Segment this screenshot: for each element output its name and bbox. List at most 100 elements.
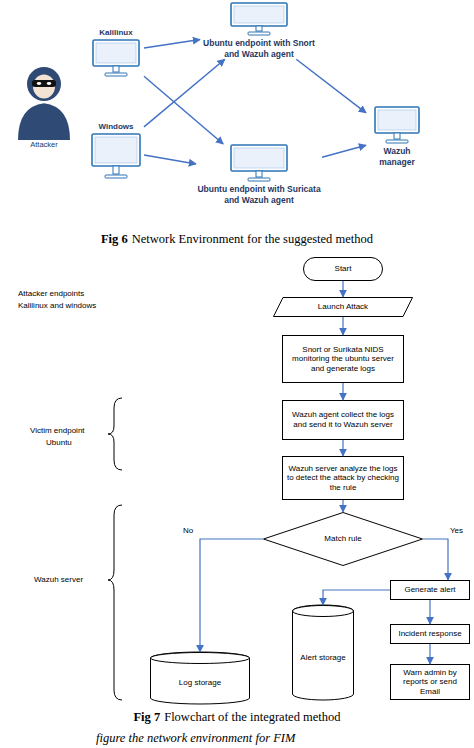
process-box: Generate alert — [390, 580, 470, 600]
flow-arrow — [342, 440, 343, 456]
monitor-screen — [231, 145, 287, 171]
flow-arrow — [423, 539, 448, 580]
figure-number: Fig 6 — [101, 232, 128, 247]
node-label: Generate alert — [401, 585, 458, 595]
person-face — [33, 74, 55, 98]
monitor-screen — [375, 107, 419, 133]
monitor-panel — [234, 148, 284, 168]
monitor-icon — [91, 133, 141, 179]
node-label: Launch Attack — [315, 302, 371, 312]
flow-arrow — [342, 383, 343, 400]
person-body — [18, 103, 70, 140]
flow-arrow — [342, 500, 343, 512]
monitor-base — [386, 140, 408, 143]
flow-arrow — [200, 539, 263, 652]
diamond-outline — [264, 513, 423, 566]
parallelogram-outline — [274, 298, 413, 317]
endpoint-monitor: Ubuntu endpoint with Suricata and Wazuh … — [196, 144, 322, 205]
flow-arrow — [144, 59, 225, 127]
curly-bracket — [108, 505, 122, 700]
monitor-base — [248, 32, 270, 35]
node-label: Attacker — [30, 140, 58, 149]
storage-cylinder: Log storage — [150, 652, 250, 704]
node-label: Log storage — [177, 668, 223, 688]
monitor-screen — [93, 40, 139, 66]
node-label: Ubuntu endpoint with Snort and Wazuh age… — [200, 38, 318, 59]
manager-monitor: Wazuh manager — [366, 106, 428, 167]
curly-bracket — [108, 398, 122, 470]
flow-arrow — [342, 317, 343, 335]
node-label: Windows — [98, 122, 133, 132]
monitor-base — [105, 175, 127, 178]
monitor-stand — [113, 66, 119, 72]
monitor-panel — [96, 43, 136, 63]
terminator-oval: Start — [303, 257, 383, 281]
node-label: Ubuntu endpoint with Suricata and Wazuh … — [196, 184, 322, 205]
person-eye — [37, 82, 41, 85]
person-icon — [12, 60, 76, 140]
monitor-base — [248, 178, 270, 181]
figure-number: Fig 7 — [133, 710, 160, 725]
person-eye — [47, 82, 51, 85]
monitor-panel — [378, 110, 416, 130]
monitor-icon — [374, 106, 420, 144]
cylinder-top — [151, 653, 250, 664]
monitor-icon — [92, 39, 140, 77]
person-mask — [32, 80, 56, 87]
process-box: Wazuh agent collect the logs and send it… — [282, 400, 404, 440]
group-label: Victim endpoint — [30, 426, 85, 436]
cylinder-body — [151, 652, 250, 704]
cyl-shape — [292, 605, 354, 700]
monitor-panel — [95, 137, 137, 163]
node-label: Snort or Surikata NIDS monitoring the ub… — [283, 345, 403, 374]
cylinder-top — [293, 606, 354, 617]
node-label: Wazuh manager — [366, 146, 428, 167]
flow-arrow — [322, 145, 366, 157]
monitor-panel — [234, 6, 284, 23]
body-text: figure the network environment for FIM — [96, 731, 295, 746]
flow-arrow — [342, 281, 343, 297]
branch-label: Yes — [450, 526, 463, 535]
monitor-stand — [256, 171, 262, 177]
node-label: Warn admin by reports or send Email — [391, 668, 469, 697]
group-label: Wazuh server — [34, 575, 83, 585]
process-box: Warn admin by reports or send Email — [390, 664, 470, 700]
flow-arrow — [144, 40, 200, 48]
monitor-icon — [230, 2, 288, 36]
monitor-screen — [231, 3, 287, 26]
node-label: Kalilinux — [99, 28, 132, 38]
node-label: Incident response — [395, 629, 464, 639]
flow-arrow — [144, 155, 196, 164]
node-label: Match rule — [321, 534, 364, 544]
figure-caption: Flowchart of the integrated method — [164, 710, 340, 725]
flow-arrow — [323, 590, 390, 605]
endpoint-monitor: Ubuntu endpoint with Snort and Wazuh age… — [200, 2, 318, 59]
process-box: Snort or Surikata NIDS monitoring the ub… — [282, 335, 404, 383]
oval-outline — [304, 258, 383, 281]
monitor-base — [105, 73, 127, 76]
attacker-icon: Attacker — [6, 60, 82, 149]
monitor-stand — [256, 26, 262, 31]
monitor-stand — [113, 166, 119, 174]
cylinder-body — [293, 605, 354, 700]
flow-arrow — [429, 600, 430, 624]
endpoint-monitor: Kalilinux — [88, 28, 144, 77]
flow-arrow — [144, 76, 223, 144]
cyl-shape — [150, 652, 250, 704]
group-label: Kalilinux and windows — [18, 301, 96, 311]
monitor-icon — [230, 144, 288, 182]
group-label: Ubuntu — [46, 438, 72, 448]
process-box: Wazuh server analyze the logs to detect … — [282, 456, 404, 500]
node-label: Wazuh server analyze the logs to detect … — [283, 464, 403, 493]
io-parallelogram: Launch Attack — [273, 297, 413, 317]
flow-arrow — [296, 59, 366, 113]
figure-caption: Network Environment for the suggested me… — [132, 232, 373, 247]
node-label: Wazuh agent collect the logs and send it… — [283, 410, 403, 429]
endpoint-monitor: Windows — [88, 122, 144, 179]
monitor-screen — [92, 134, 140, 166]
node-label: Start — [332, 264, 355, 274]
storage-cylinder: Alert storage — [292, 605, 354, 700]
decision-diamond: Match rule — [263, 512, 423, 566]
process-box: Incident response — [390, 624, 470, 644]
flow-arrow — [429, 644, 430, 664]
